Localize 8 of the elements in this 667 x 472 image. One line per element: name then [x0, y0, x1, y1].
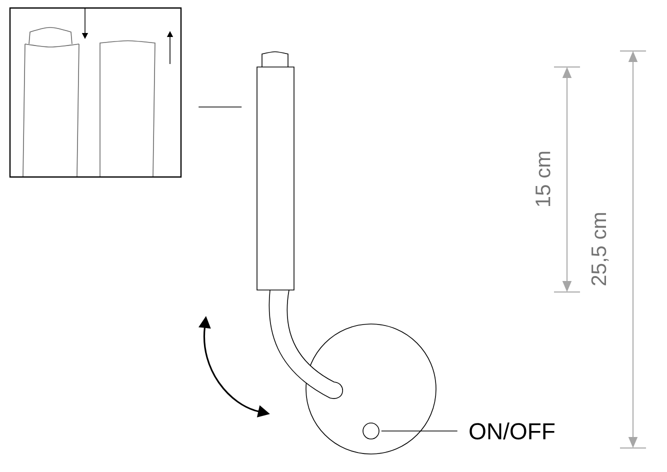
detail-frame: [9, 7, 182, 178]
switch-label: ON/OFF: [470, 422, 555, 440]
dimension-label: 25,5 cm: [591, 213, 609, 286]
leader-line: [381, 430, 458, 432]
dimension-label: 15 cm: [536, 152, 550, 206]
leader-line: [198, 106, 242, 108]
lamp-tube: [256, 66, 294, 290]
switch-button: [362, 422, 380, 440]
